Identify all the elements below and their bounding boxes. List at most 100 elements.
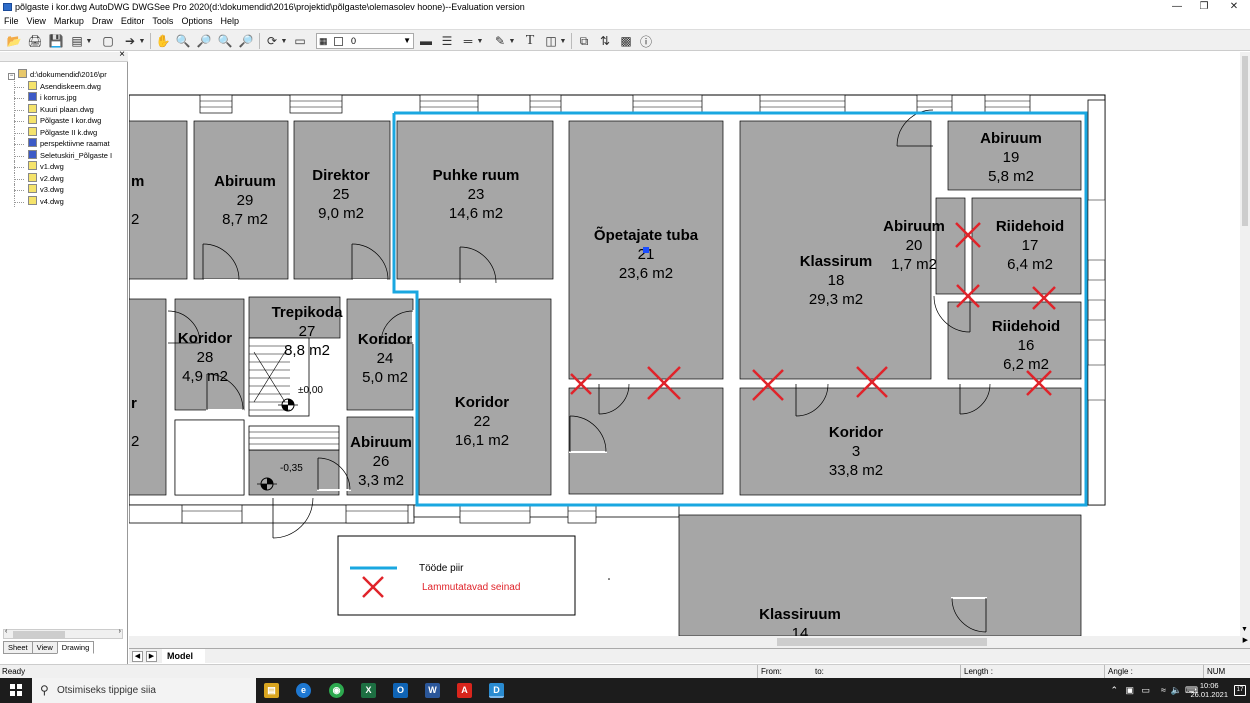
zoom-out-icon[interactable]: 🔎: [196, 34, 212, 48]
acrobat-icon[interactable]: A: [457, 683, 472, 698]
chevron-down-icon[interactable]: ▼: [559, 37, 567, 45]
page-setup-icon[interactable]: ▢: [102, 34, 114, 48]
clock[interactable]: 10:06 26.01.2021: [1190, 681, 1228, 699]
tab-sheet[interactable]: Sheet: [3, 641, 33, 654]
file-explorer-icon[interactable]: ▤: [264, 683, 279, 698]
notification-icon[interactable]: 17: [1234, 685, 1246, 696]
convert-icon[interactable]: ⇅: [599, 34, 611, 48]
demolish-cross-icon: [956, 284, 980, 308]
menu-options[interactable]: Options: [181, 16, 213, 26]
print-icon[interactable]: 🖨: [27, 34, 43, 48]
chevron-down-icon[interactable]: ▼: [476, 37, 484, 45]
tree-file-item[interactable]: Põlgaste I kor.dwg: [8, 115, 126, 127]
rotate-icon[interactable]: ⟳: [266, 34, 278, 48]
chevron-up-icon[interactable]: ⌃: [1110, 685, 1118, 695]
keyboard-icon[interactable]: ⌨: [1185, 685, 1198, 695]
zoom-extents-icon[interactable]: 🔎: [238, 34, 254, 48]
taskbar-search[interactable]: ⚲ Otsimiseks tippige siia: [32, 678, 256, 703]
help-icon[interactable]: ⓘ: [639, 34, 652, 49]
scroll-down-icon[interactable]: ▼: [1241, 626, 1248, 633]
scroll-right-icon[interactable]: ›: [118, 628, 121, 635]
open-icon[interactable]: 📂: [6, 34, 22, 48]
room-area: 16,1 m2: [455, 432, 509, 449]
tree-file-item[interactable]: v2.dwg: [8, 172, 126, 185]
chevron-down-icon[interactable]: ▼: [508, 37, 516, 45]
close-button[interactable]: ✕: [1229, 1, 1239, 12]
excel-icon[interactable]: X: [361, 683, 376, 698]
zoom-in-icon[interactable]: 🔍: [217, 34, 233, 48]
comment-icon[interactable]: ◫: [545, 34, 557, 48]
tab-prev-icon[interactable]: ◀: [132, 651, 143, 662]
panel-horizontal-scrollbar[interactable]: ‹ ›: [3, 628, 123, 639]
edge-icon[interactable]: e: [296, 683, 311, 698]
menu-file[interactable]: File: [4, 16, 19, 26]
pan-icon[interactable]: ✋: [155, 34, 171, 48]
tab-view[interactable]: View: [31, 641, 58, 654]
tree-file-item[interactable]: i korrus.jpg: [8, 92, 126, 104]
compare-icon[interactable]: ⧉: [579, 33, 589, 48]
arrow-icon[interactable]: ➔: [124, 34, 136, 48]
dwgsee-taskbar-icon[interactable]: D: [489, 683, 504, 698]
scroll-left-icon[interactable]: ‹: [5, 628, 8, 635]
print-preview-icon[interactable]: ▤: [71, 34, 83, 48]
batch-icon[interactable]: ▩: [620, 34, 632, 48]
chevron-down-icon[interactable]: ▼: [280, 37, 288, 45]
stair-steps: [249, 345, 290, 411]
scrollbar-thumb[interactable]: [777, 638, 987, 646]
tree-file-item[interactable]: Kuuri plaan.dwg: [8, 103, 126, 116]
collapse-icon[interactable]: −: [8, 73, 15, 80]
app-icon: [3, 3, 12, 11]
tab-drawing[interactable]: Drawing: [56, 641, 95, 654]
battery-icon[interactable]: ▭: [1141, 685, 1150, 695]
scroll-right-icon[interactable]: ▶: [1242, 637, 1248, 644]
lineweight-icon[interactable]: ☰: [441, 34, 453, 48]
tree-file-item[interactable]: Asendiskeem.dwg: [8, 80, 126, 93]
tree-file-label: Kuuri plaan.dwg: [40, 104, 94, 114]
menu-markup[interactable]: Markup: [53, 16, 84, 26]
tree-file-item[interactable]: Seletuskiri_Põlgaste I: [8, 149, 126, 162]
vertical-scrollbar[interactable]: ▼: [1240, 52, 1250, 636]
chevron-down-icon[interactable]: ▼: [138, 37, 146, 45]
window: [345, 504, 409, 524]
menu-tools[interactable]: Tools: [152, 16, 174, 26]
menu-editor[interactable]: Editor: [120, 16, 145, 26]
scrollbar-thumb[interactable]: [1242, 56, 1248, 226]
tree-root-folder[interactable]: −d:\dokumendid\2016\pr: [8, 69, 126, 81]
volume-icon[interactable]: 🔈: [1170, 685, 1182, 695]
chrome-icon[interactable]: ◉: [329, 683, 344, 698]
tab-model[interactable]: Model: [162, 649, 205, 663]
menu-view[interactable]: View: [26, 16, 46, 26]
selection-grip[interactable]: [643, 247, 649, 253]
menu-help[interactable]: Help: [220, 16, 239, 26]
minimize-button[interactable]: —: [1172, 1, 1182, 12]
save-icon[interactable]: 💾: [48, 34, 64, 48]
linetype-icon[interactable]: ═: [463, 34, 473, 48]
tree-file-item[interactable]: perspektiivne raamat: [8, 138, 126, 150]
window: [529, 94, 562, 114]
outlook-icon[interactable]: O: [393, 683, 408, 698]
tree-file-item[interactable]: Põlgaste II k.dwg: [8, 126, 126, 139]
color-icon[interactable]: ▭: [294, 34, 306, 48]
network-icon[interactable]: ▣: [1125, 685, 1134, 695]
word-icon[interactable]: W: [425, 683, 440, 698]
horizontal-scrollbar[interactable]: ▶: [129, 636, 1250, 648]
wifi-icon[interactable]: ≈: [1161, 685, 1166, 695]
scrollbar-thumb[interactable]: [13, 631, 65, 638]
measure-icon[interactable]: ▬: [420, 34, 432, 48]
tree-file-item[interactable]: v3.dwg: [8, 184, 126, 196]
pen-icon[interactable]: ✎: [494, 34, 506, 48]
layer-select[interactable]: ▦ 0 ▼: [316, 33, 414, 49]
demolish-cross-icon: [1026, 370, 1052, 396]
zoom-window-icon[interactable]: 🔍: [175, 34, 191, 48]
menu-draw[interactable]: Draw: [91, 16, 113, 26]
chevron-down-icon[interactable]: ▼: [85, 37, 93, 45]
tree-file-item[interactable]: v4.dwg: [8, 195, 126, 208]
maximize-button[interactable]: ❐: [1199, 1, 1209, 12]
windows-start-icon[interactable]: [10, 684, 22, 696]
tree-file-item[interactable]: v1.dwg: [8, 161, 126, 173]
tab-next-icon[interactable]: ▶: [146, 651, 157, 662]
text-icon[interactable]: T: [525, 33, 535, 48]
panel-close-button[interactable]: ×: [119, 49, 125, 60]
